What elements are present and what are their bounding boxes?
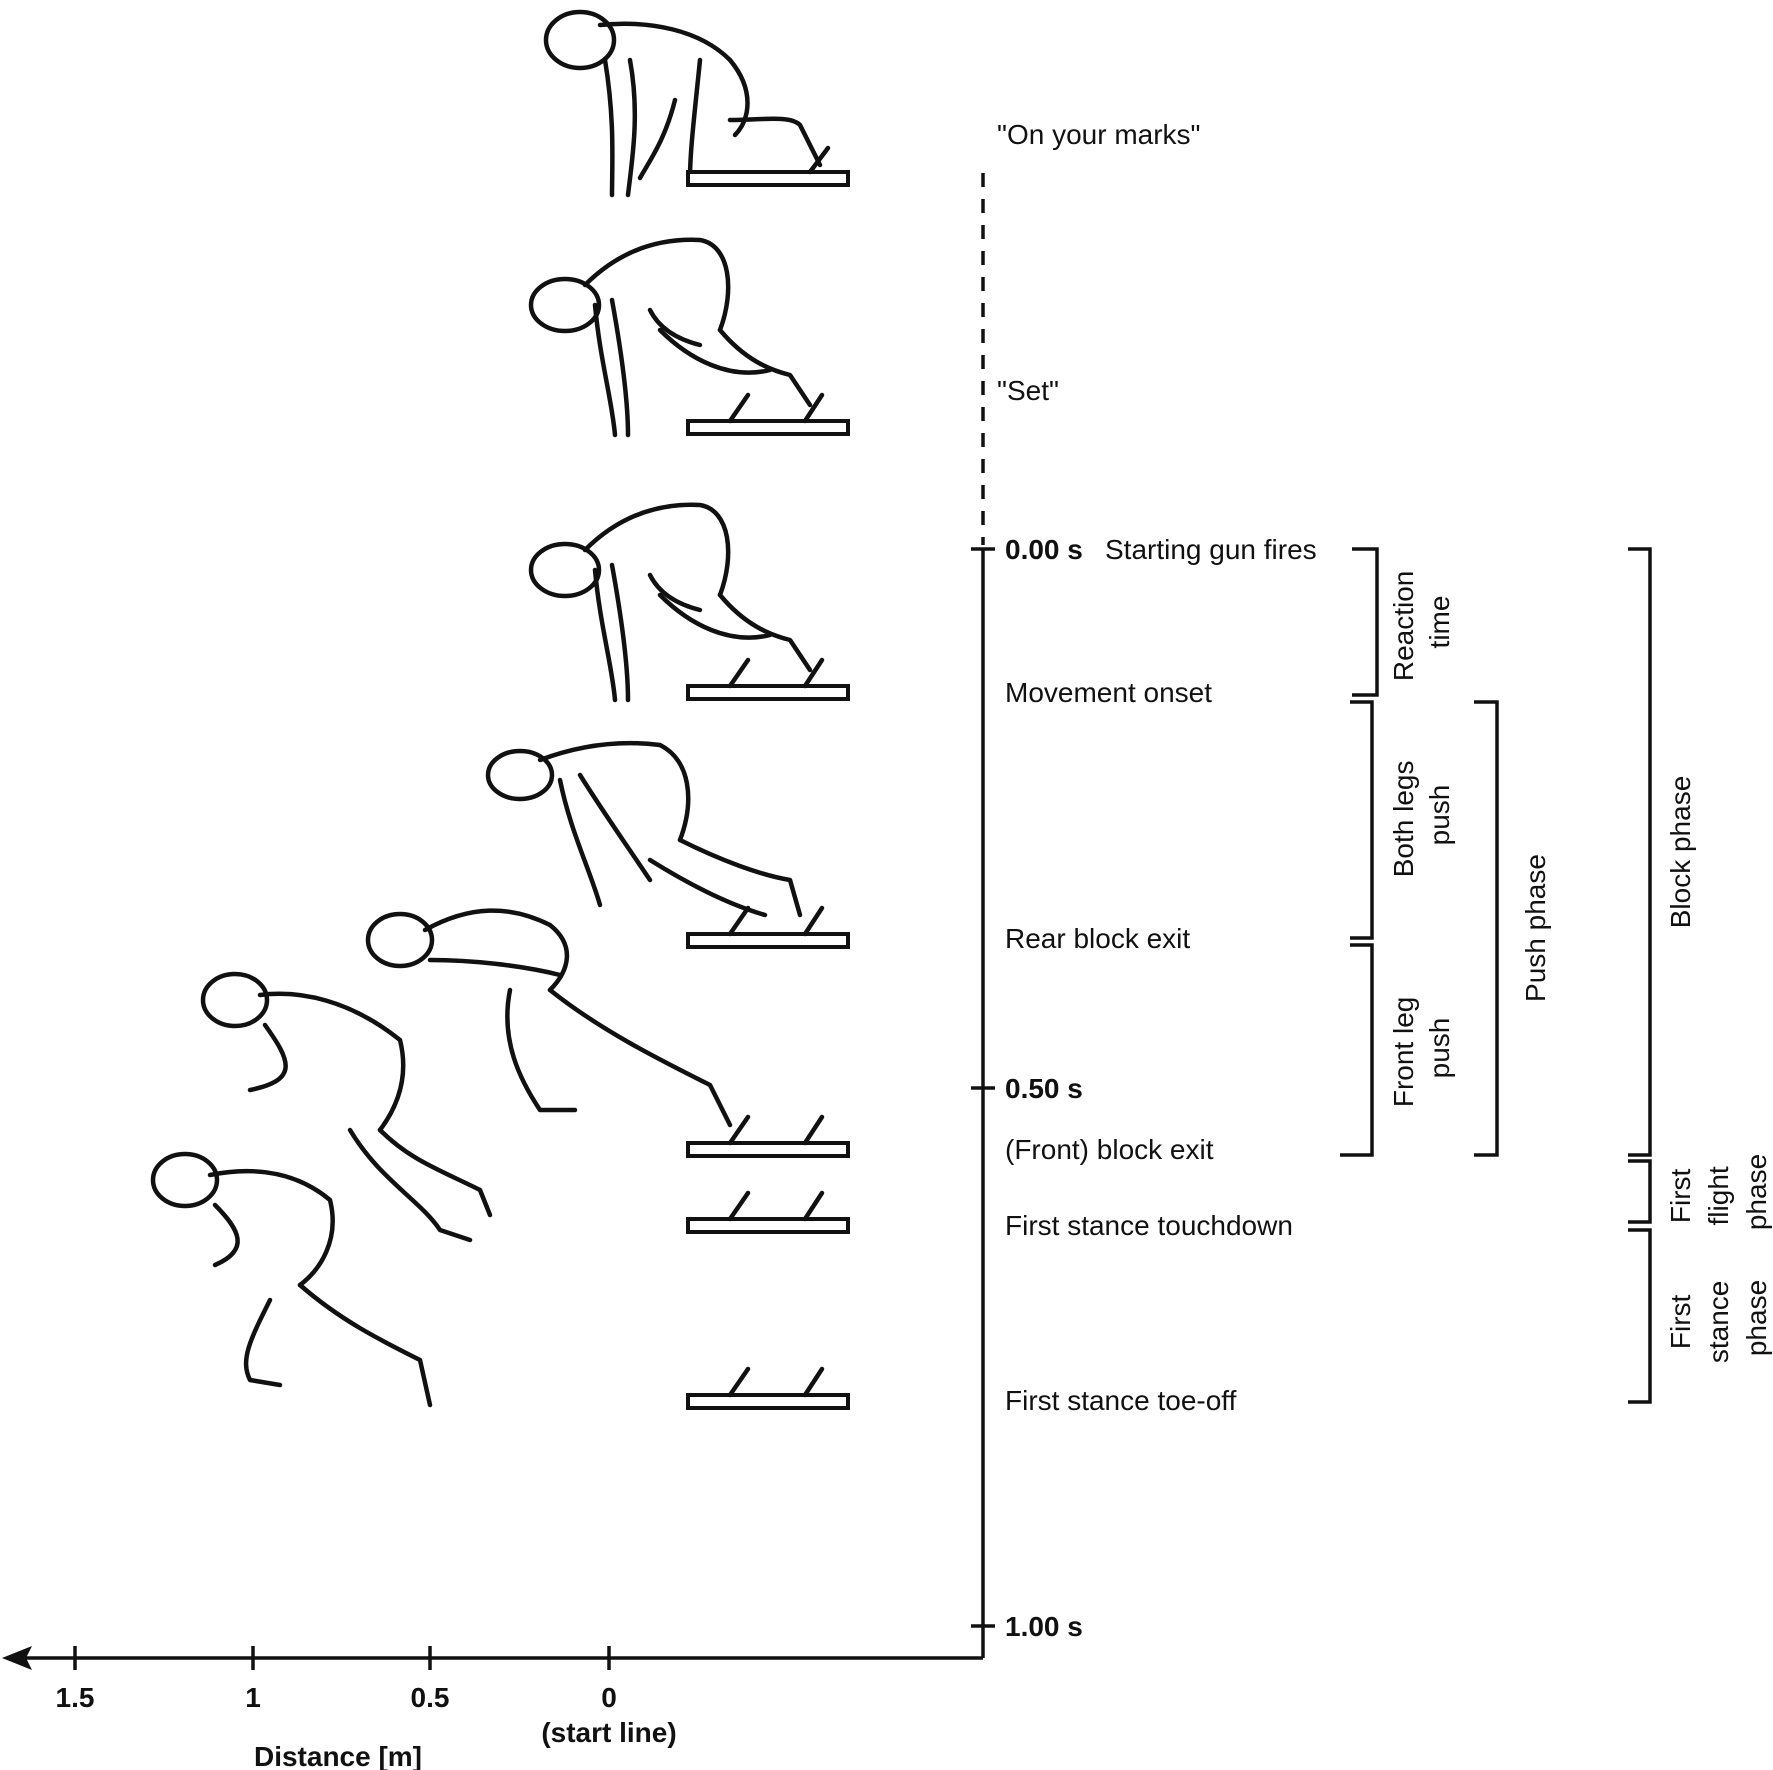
- starting-blocks-2: [686, 392, 850, 436]
- phase-first-flight: First flight phase: [1665, 1154, 1772, 1230]
- event-first-stance-touchdown: First stance touchdown: [1005, 1210, 1293, 1241]
- bracket-first-stance-phase: [1628, 1228, 1652, 1404]
- phase-reaction-time: Reaction time: [1388, 563, 1455, 681]
- distance-tick-label-1: 1: [245, 1682, 261, 1713]
- bracket-block-phase: [1628, 547, 1652, 1157]
- phase-push: Push phase: [1520, 854, 1551, 1002]
- athlete-movement: [485, 740, 803, 918]
- distance-tick-label-3: 0: [601, 1682, 617, 1713]
- start-line-label: (start line): [541, 1717, 676, 1748]
- phase-block: Block phase: [1665, 776, 1696, 929]
- distance-axis-arrowhead: [2, 1646, 32, 1670]
- event-gun: Starting gun fires: [1105, 534, 1317, 565]
- distance-axis-title: Distance [m]: [254, 1741, 422, 1770]
- starting-blocks-7: [686, 1366, 850, 1410]
- bracket-both-legs-push: [1350, 700, 1374, 940]
- time-tick-label-0: 0.00 s: [1005, 534, 1083, 565]
- event-rear-block-exit: Rear block exit: [1005, 923, 1190, 954]
- event-first-stance-toe-off: First stance toe-off: [1005, 1385, 1237, 1416]
- event-set: "Set": [997, 375, 1059, 406]
- phase-both-legs-push: Both legs push: [1388, 753, 1455, 878]
- event-on-your-marks: "On your marks": [997, 119, 1200, 150]
- bracket-push-phase: [1474, 700, 1499, 1157]
- event-front-block-exit: (Front) block exit: [1005, 1134, 1214, 1165]
- athlete-front-exit: [200, 971, 493, 1243]
- athlete-set: [528, 237, 813, 438]
- athlete-on-your-marks: [543, 9, 823, 198]
- event-movement-onset: Movement onset: [1005, 677, 1212, 708]
- athlete-gun-fires: [528, 502, 813, 703]
- bracket-first-flight-phase: [1628, 1159, 1652, 1224]
- starting-blocks-5: [686, 1114, 850, 1158]
- time-tick-label-2: 1.00 s: [1005, 1611, 1083, 1642]
- starting-blocks-4: [686, 905, 850, 949]
- starting-blocks-1: [686, 145, 850, 187]
- starting-blocks-3: [686, 657, 850, 701]
- athlete-touchdown: [150, 1151, 433, 1408]
- phase-front-leg-push: Front leg push: [1388, 989, 1455, 1107]
- distance-tick-label-2: 0.5: [411, 1682, 450, 1713]
- starting-blocks-6: [686, 1190, 850, 1234]
- time-tick-label-1: 0.50 s: [1005, 1073, 1083, 1104]
- bracket-reaction-time: [1352, 547, 1379, 697]
- bracket-front-leg-push: [1340, 943, 1374, 1157]
- distance-tick-label-0: 1.5: [56, 1682, 95, 1713]
- athlete-rear-exit: [365, 908, 733, 1128]
- phase-first-stance: First stance phase: [1665, 1273, 1772, 1363]
